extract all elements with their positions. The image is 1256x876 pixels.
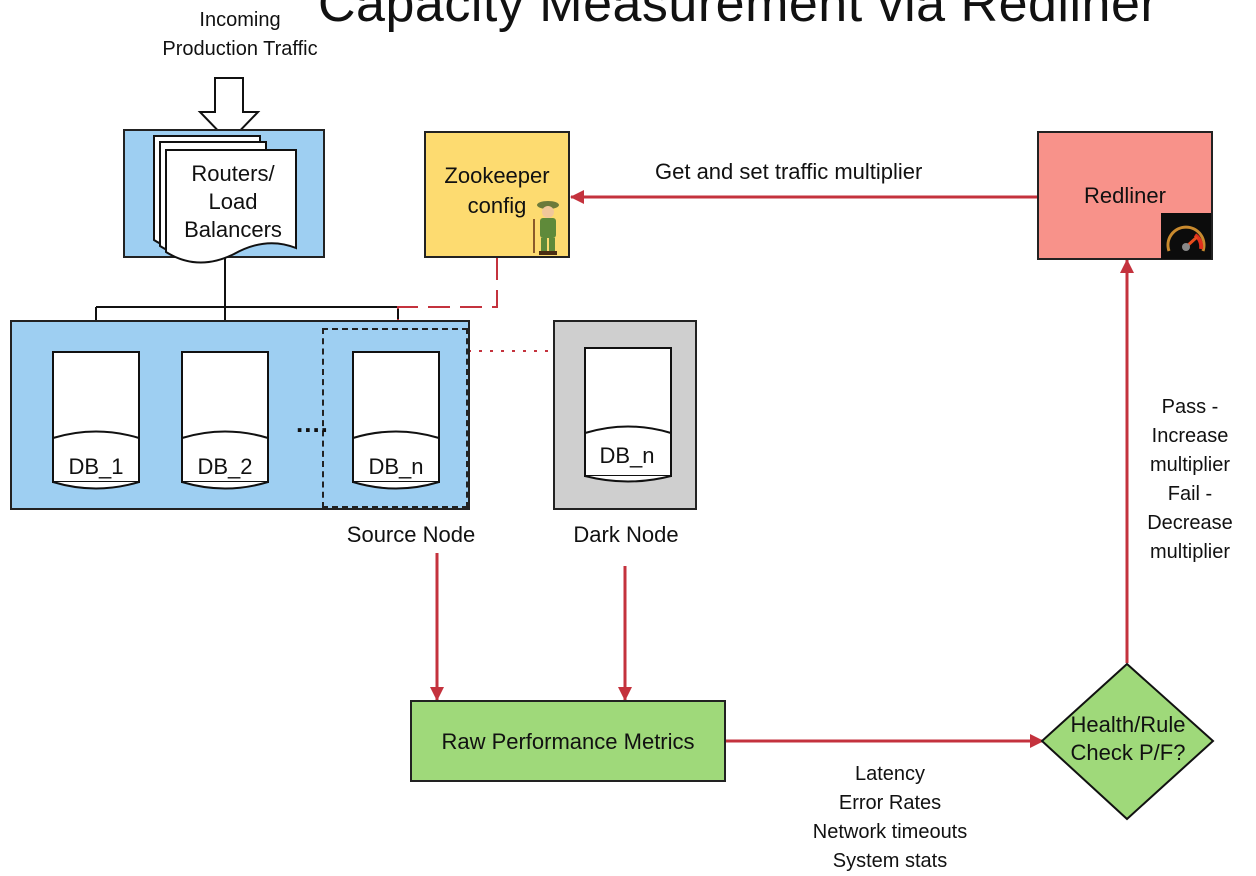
db-2-cylinder bbox=[181, 351, 269, 490]
health-line-2: Check P/F? bbox=[1070, 740, 1186, 765]
diagram-title: Capacity Measurement via Redliner bbox=[318, 0, 1159, 33]
metric-list: Latency Error Rates Network timeouts Sys… bbox=[780, 760, 1000, 876]
health-check-label: Health/Rule Check P/F? bbox=[1042, 711, 1214, 767]
incoming-traffic-arrow bbox=[197, 77, 261, 144]
dark-node-label: Dark Node bbox=[573, 522, 679, 547]
db-1-label: DB_1 bbox=[68, 454, 124, 479]
ellipsis: .... bbox=[296, 408, 329, 438]
routers-label-line-1: Routers/ bbox=[191, 161, 275, 186]
source-node-outline bbox=[322, 328, 468, 508]
dark-db-label: DB_n bbox=[599, 443, 655, 468]
source-node-label: Source Node bbox=[346, 522, 476, 547]
incoming-line-2: Production Traffic bbox=[162, 38, 318, 60]
raw-metrics-label: Raw Performance Metrics bbox=[441, 728, 695, 754]
document-stack-icon bbox=[153, 135, 297, 264]
metric-item: System stats bbox=[832, 850, 948, 872]
incoming-line-1: Incoming bbox=[199, 9, 281, 31]
pass-fail-line: Pass - bbox=[1161, 396, 1219, 418]
health-line-1: Health/Rule bbox=[1070, 712, 1186, 737]
health-check-diamond bbox=[1040, 662, 1215, 821]
db-2-label: DB_2 bbox=[197, 454, 253, 479]
zookeeper-line-2: config bbox=[467, 193, 527, 218]
metric-item: Network timeouts bbox=[812, 821, 968, 843]
pass-fail-line: multiplier bbox=[1149, 541, 1231, 563]
dark-node-box: DB_n bbox=[553, 320, 697, 510]
zookeeper-figure-icon bbox=[533, 201, 559, 255]
pass-fail-line: multiplier bbox=[1149, 454, 1231, 476]
pass-fail-line: Fail - bbox=[1167, 483, 1213, 505]
pass-fail-line: Increase bbox=[1151, 425, 1229, 447]
pass-fail-line: Decrease bbox=[1147, 512, 1233, 534]
dark-db-cylinder bbox=[584, 347, 672, 483]
metric-item: Latency bbox=[854, 763, 926, 785]
zookeeper-line-1: Zookeeper bbox=[444, 163, 550, 188]
routers-label-line-3: Balancers bbox=[184, 217, 282, 242]
raw-metrics-box: Raw Performance Metrics bbox=[410, 700, 726, 782]
get-set-multiplier-label: Get and set traffic multiplier bbox=[655, 159, 923, 184]
db-cylinders bbox=[52, 351, 440, 490]
zookeeper-config-box: Zookeeper config bbox=[424, 131, 570, 258]
db-1-cylinder bbox=[52, 351, 140, 490]
db-n-cylinder bbox=[352, 351, 440, 490]
speedometer-icon bbox=[1161, 213, 1211, 259]
metric-item: Error Rates bbox=[838, 792, 942, 814]
routers-label-line-2: Load bbox=[208, 189, 258, 214]
incoming-traffic-label: Incoming Production Traffic bbox=[140, 6, 340, 64]
zookeeper-label: Zookeeper config bbox=[426, 161, 568, 221]
pass-fail-label: Pass - Increase multiplier Fail - Decrea… bbox=[1120, 393, 1256, 567]
routers-label: Routers/ Load Balancers bbox=[168, 160, 298, 244]
redliner-box: Redliner bbox=[1037, 131, 1213, 260]
db-n-label: DB_n bbox=[368, 454, 424, 479]
redliner-label: Redliner bbox=[1084, 183, 1166, 208]
